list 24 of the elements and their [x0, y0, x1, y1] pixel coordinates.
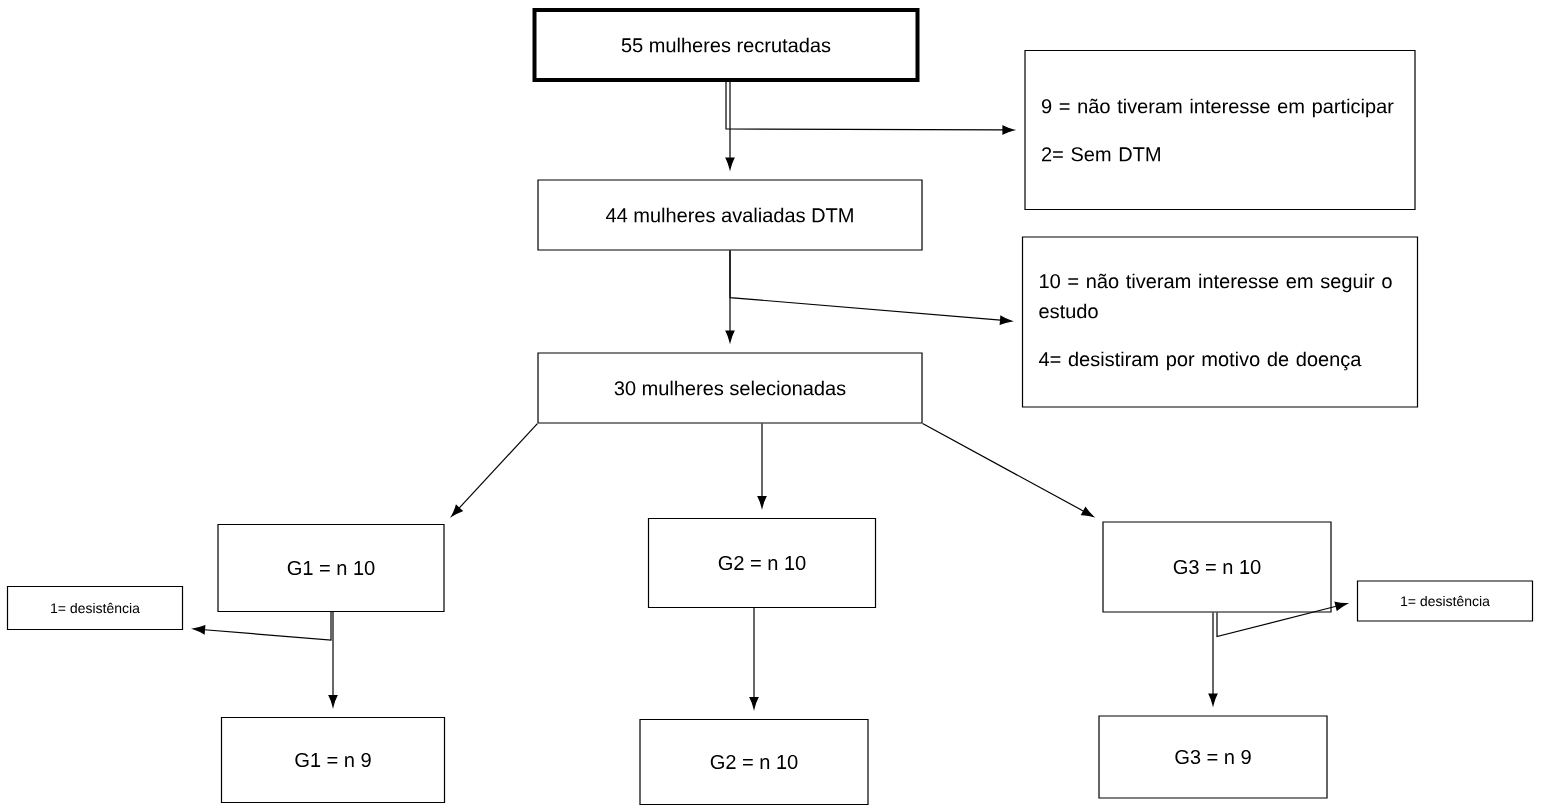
arrow — [922, 423, 1094, 517]
group-box: G2 = n 10 — [639, 718, 869, 806]
arrow — [193, 611, 332, 641]
group-box: G3 = n 9 — [1098, 715, 1328, 799]
exclusion-box: 9 = não tiveram interesse em participar 2= Sem DTM — [1024, 49, 1416, 211]
arrow — [451, 423, 538, 517]
dropout-box: 1= desistência — [6, 585, 184, 631]
arrow — [725, 81, 735, 170]
group-box: G1 = n 9 — [220, 716, 446, 804]
dropout-box: 1= desistência — [1356, 580, 1534, 622]
group-box: G2 = n 10 — [647, 517, 877, 609]
process-box: 30 mulheres selecionadas — [537, 352, 923, 424]
arrow — [729, 250, 1012, 325]
arrow — [1216, 601, 1348, 638]
process-box: 44 mulheres avaliadas DTM — [537, 179, 923, 251]
arrow — [757, 423, 767, 508]
arrow — [1208, 612, 1218, 706]
arrow — [725, 81, 1015, 135]
group-box: G3 = n 10 — [1102, 521, 1332, 613]
process-box: 55 mulheres recrutadas — [532, 8, 920, 82]
arrow — [749, 607, 759, 709]
arrow — [328, 611, 338, 707]
exclusion-box: 10 = não tiveram interesse em seguir o estudo 4= desistiram por motivo de doença — [1021, 236, 1419, 408]
group-box: G1 = n 10 — [217, 523, 445, 613]
